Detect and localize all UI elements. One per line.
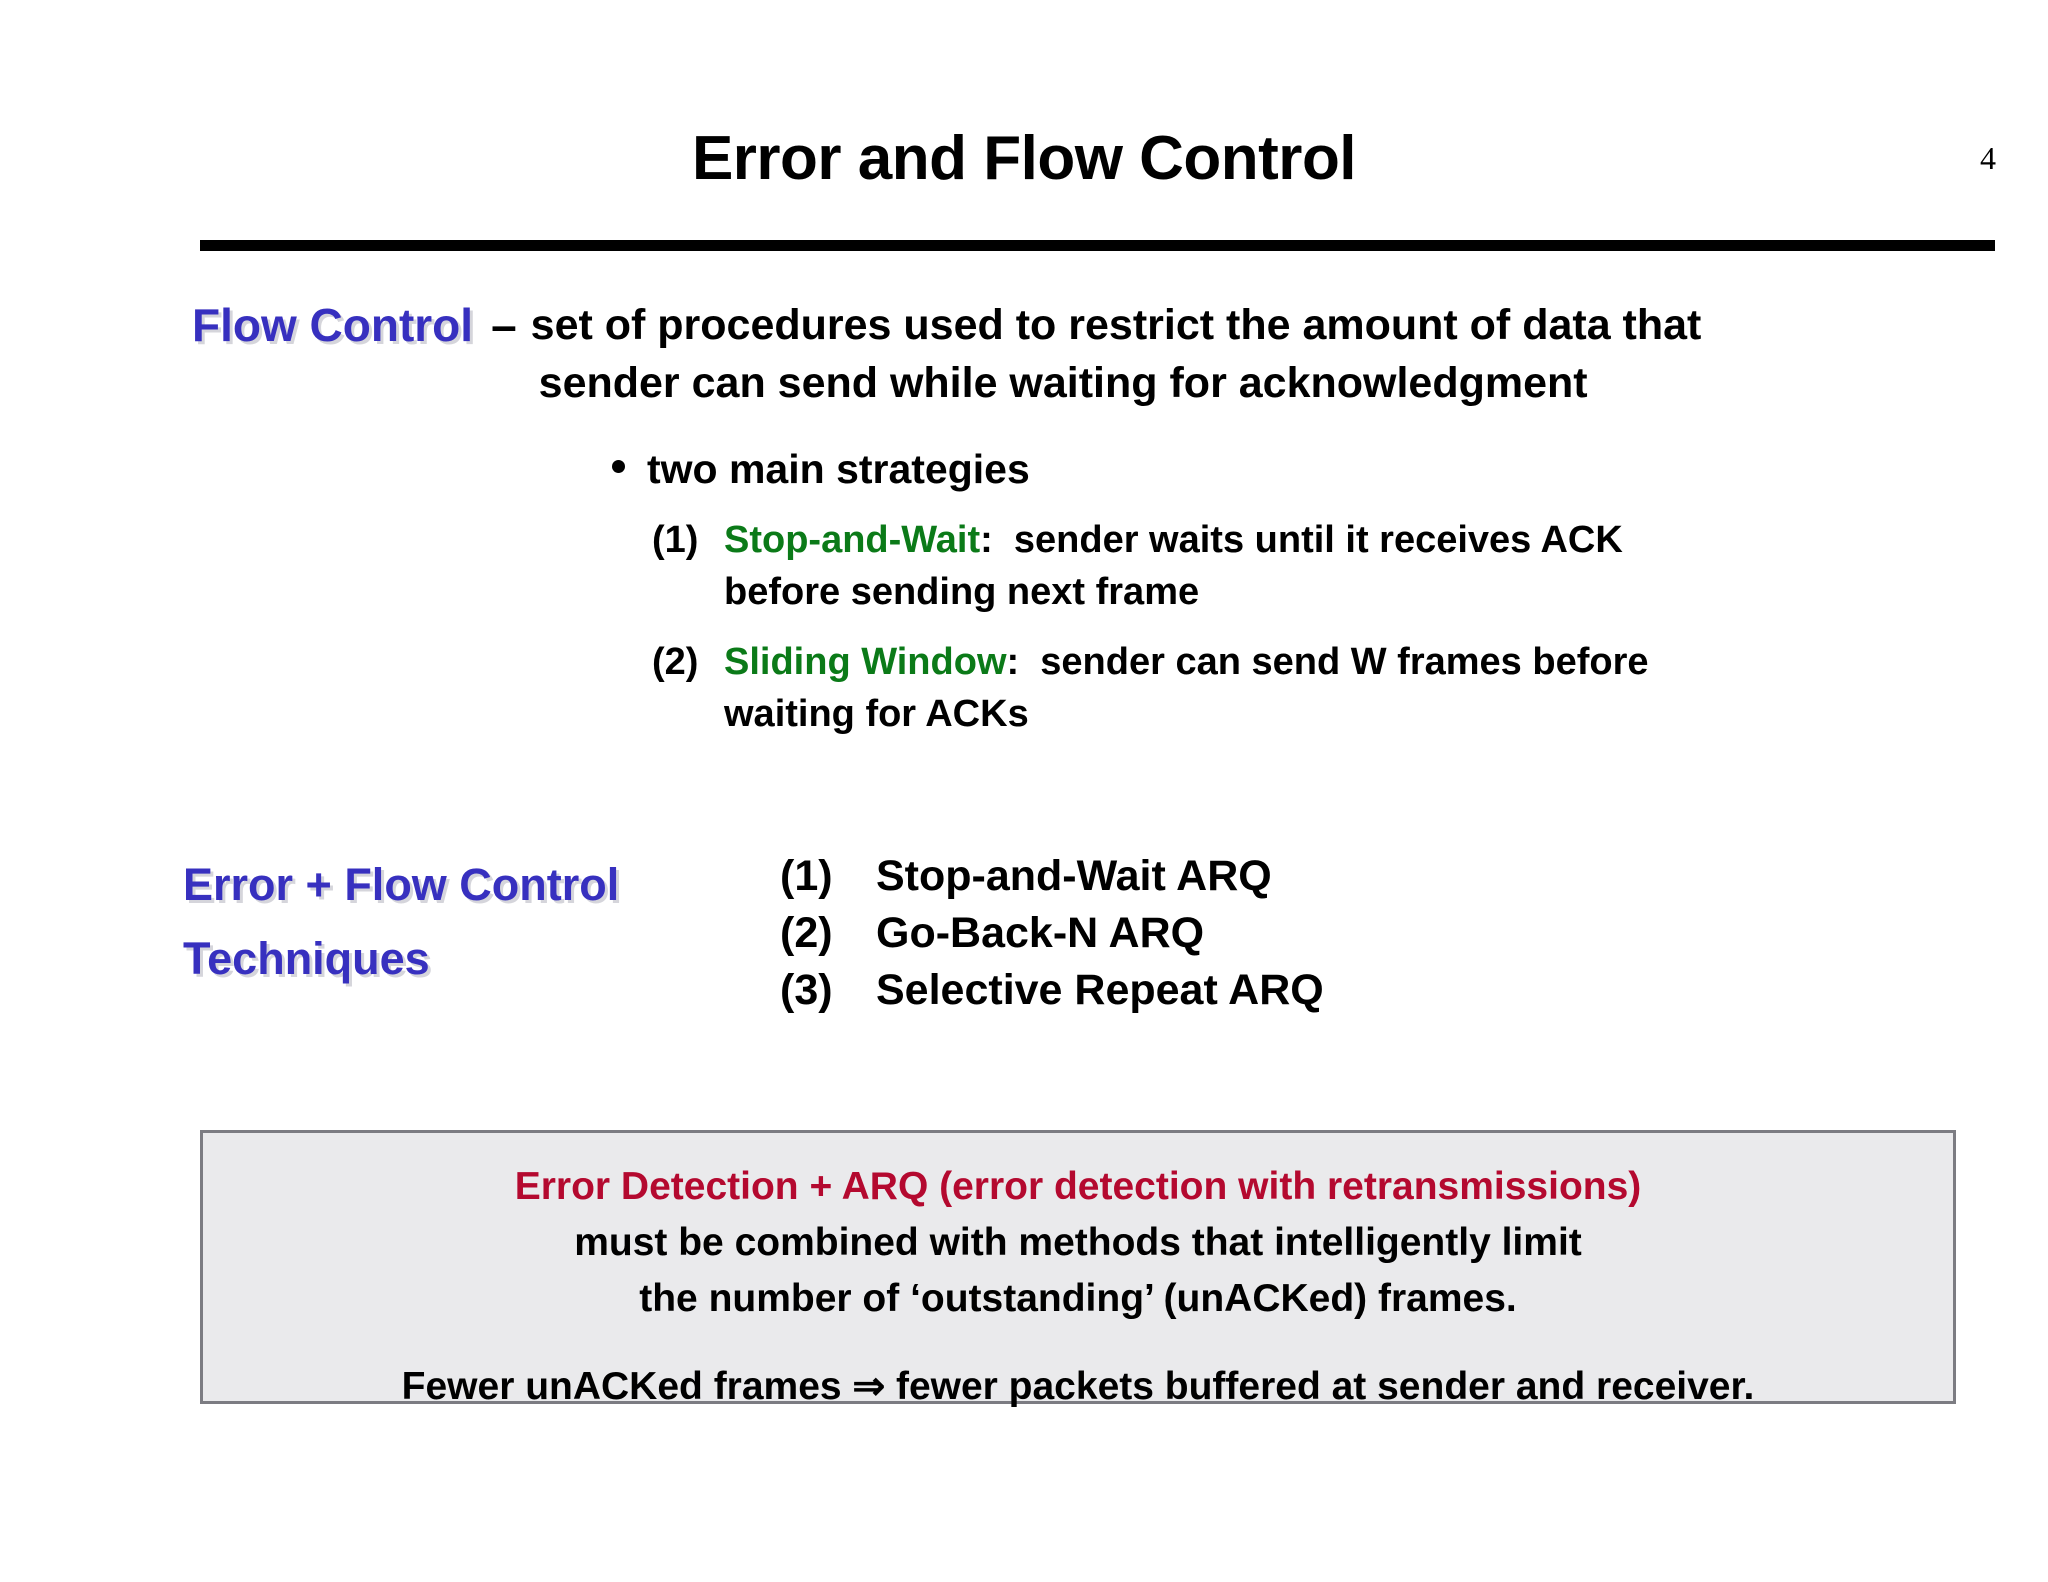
bullet-dot-icon bbox=[612, 460, 625, 473]
strategy-item: (2) Sliding Window: sender can send W fr… bbox=[652, 636, 1952, 740]
strategy-body: Sliding Window: sender can send W frames… bbox=[724, 636, 1952, 688]
techniques-heading: Error + Flow Control Techniques bbox=[183, 848, 783, 996]
note-line-2: must be combined with methods that intel… bbox=[574, 1221, 1582, 1264]
techniques-list: (1) Stop-and-Wait ARQ (2) Go-Back-N ARQ … bbox=[780, 848, 1580, 1019]
technique-label: Stop-and-Wait ARQ bbox=[876, 852, 1272, 900]
flow-control-description: set of procedures used to restrict the a… bbox=[531, 296, 1841, 412]
strategy-first-line: (2) Sliding Window: sender can send W fr… bbox=[652, 636, 1952, 688]
flow-control-description-line1: set of procedures used to restrict the a… bbox=[530, 301, 1702, 349]
technique-item: (2) Go-Back-N ARQ bbox=[780, 905, 1580, 962]
strategy-term: Stop-and-Wait bbox=[724, 519, 981, 561]
strategy-text: sender waits until it receives ACK bbox=[1013, 519, 1623, 561]
techniques-heading-line2: Techniques bbox=[183, 933, 430, 984]
technique-item: (1) Stop-and-Wait ARQ bbox=[780, 848, 1580, 905]
strategy-item: (1) Stop-and-Wait: sender waits until it… bbox=[652, 514, 1952, 618]
strategy-separator: : bbox=[1006, 641, 1020, 683]
technique-number: (2) bbox=[780, 909, 833, 957]
flow-control-row: Flow Control – set of procedures used to… bbox=[192, 296, 1982, 412]
technique-label: Selective Repeat ARQ bbox=[876, 966, 1324, 1014]
strategy-body: Stop-and-Wait: sender waits until it rec… bbox=[724, 514, 1952, 566]
strategies-bullet-label: two main strategies bbox=[647, 446, 1030, 492]
technique-number: (3) bbox=[780, 966, 833, 1014]
flow-control-heading: Flow Control bbox=[192, 299, 474, 351]
strategies-list: (1) Stop-and-Wait: sender waits until it… bbox=[652, 514, 1952, 758]
page-title: Error and Flow Control bbox=[691, 124, 1357, 193]
technique-label: Go-Back-N ARQ bbox=[876, 909, 1205, 957]
technique-number: (1) bbox=[780, 852, 833, 900]
flow-control-description-line2: sender can send while waiting for acknow… bbox=[538, 359, 1588, 407]
techniques-heading-line1: Error + Flow Control bbox=[183, 859, 620, 910]
flow-control-dash: – bbox=[491, 299, 517, 351]
page-number: 4 bbox=[1980, 140, 1996, 176]
flow-control-block: Flow Control – set of procedures used to… bbox=[192, 296, 1982, 412]
strategy-first-line: (1) Stop-and-Wait: sender waits until it… bbox=[652, 514, 1952, 566]
technique-item: (3) Selective Repeat ARQ bbox=[780, 962, 1580, 1019]
note-line-conclusion: Fewer unACKed frames ⇒ fewer packets buf… bbox=[401, 1365, 1755, 1408]
note-line-headline: Error Detection + ARQ (error detection w… bbox=[514, 1165, 1642, 1208]
summary-note-box: Error Detection + ARQ (error detection w… bbox=[200, 1130, 1956, 1408]
strategy-text: sender can send W frames before bbox=[1040, 641, 1649, 683]
note-line-3: the number of ‘outstanding’ (unACKed) fr… bbox=[639, 1277, 1517, 1320]
title-divider-rule bbox=[200, 240, 1995, 251]
strategy-separator: : bbox=[980, 519, 993, 561]
strategy-continuation: waiting for ACKs bbox=[724, 693, 1029, 735]
strategy-number: (2) bbox=[652, 641, 699, 683]
strategy-continuation: before sending next frame bbox=[724, 571, 1200, 613]
strategy-term: Sliding Window bbox=[724, 641, 1007, 683]
strategy-number: (1) bbox=[652, 519, 699, 561]
strategies-bullet: two main strategies bbox=[612, 440, 1030, 498]
